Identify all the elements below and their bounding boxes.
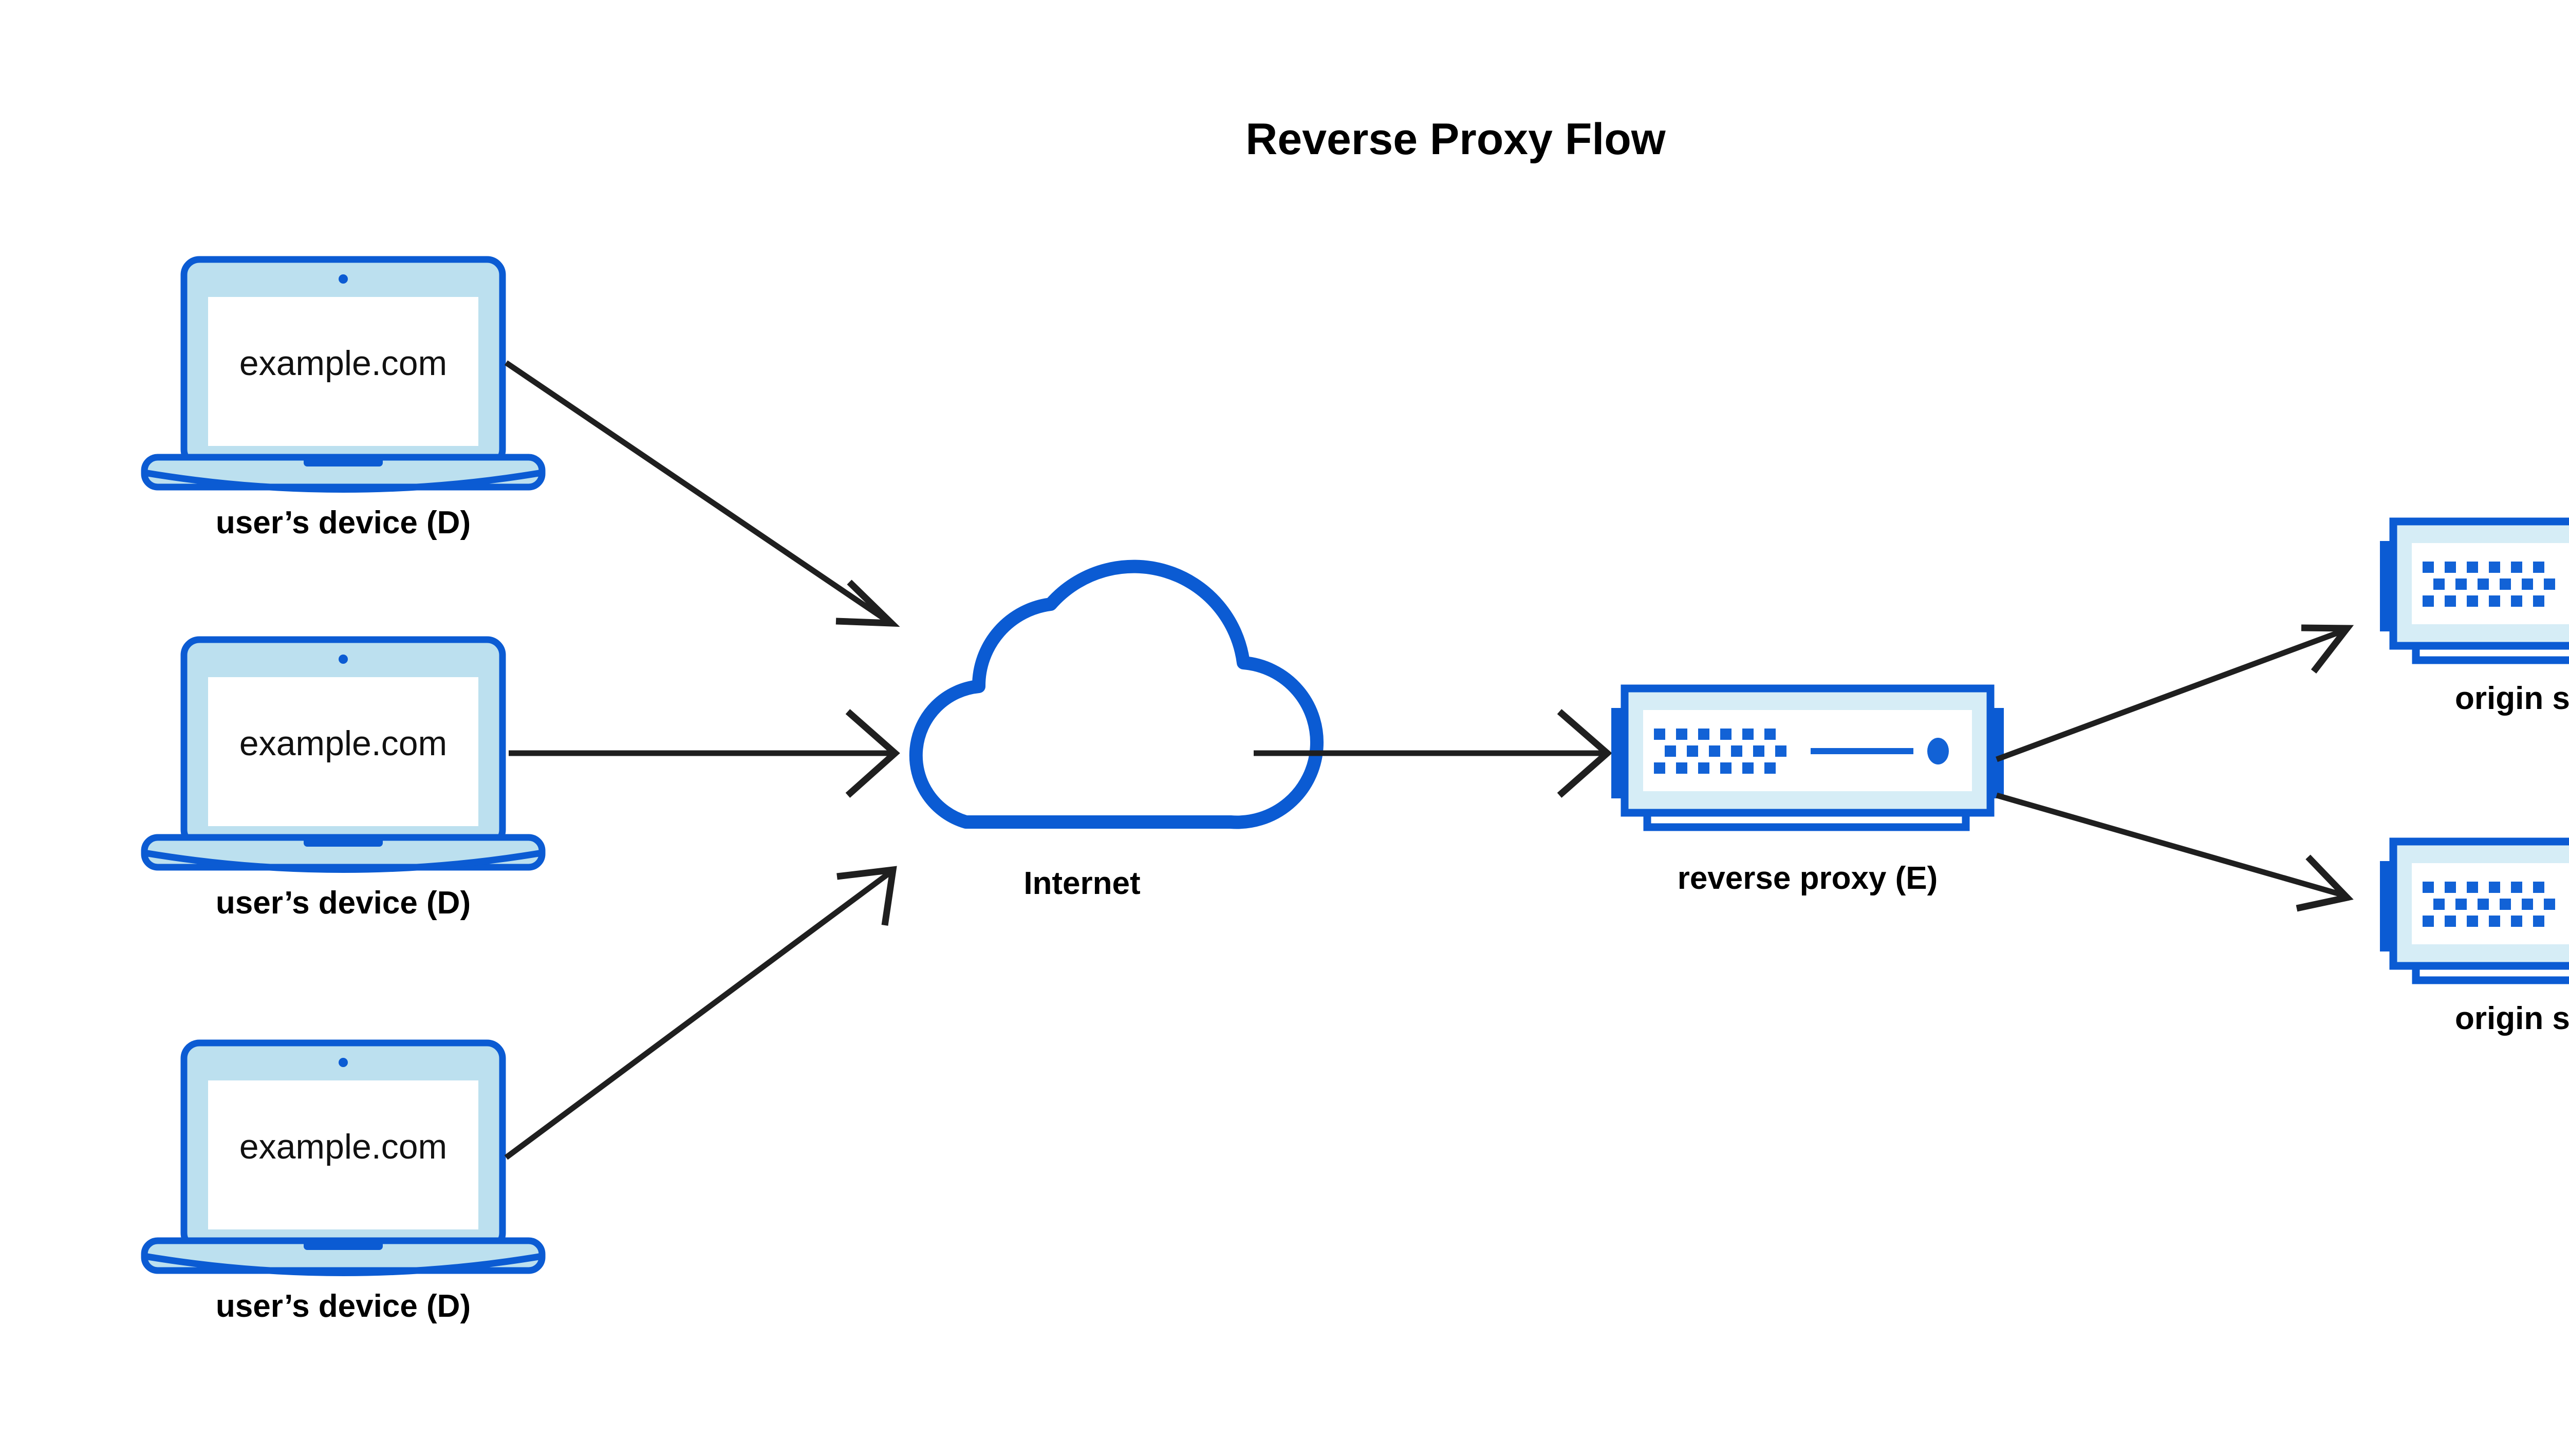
origin-server-label-1: origin server (F) <box>2455 681 2569 716</box>
arrow-device1-to-cloud <box>504 360 900 627</box>
device-node-2[interactable]: example.com user’s device (D) <box>141 636 546 921</box>
cloud-icon <box>909 559 1324 829</box>
page-title: Reverse Proxy Flow <box>1245 115 1666 164</box>
laptop-screen <box>208 1080 478 1229</box>
origin-server-node-2[interactable]: origin server (F) <box>2380 837 2569 1036</box>
laptop-camera-icon <box>339 274 348 284</box>
device-label-3: user’s device (D) <box>216 1289 471 1324</box>
origin-server-node-1[interactable]: origin server (F) <box>2380 517 2569 716</box>
arrow-shaft <box>1996 792 2344 898</box>
server-port-grid-icon <box>2423 882 2555 927</box>
device-label-2: user’s device (D) <box>216 885 471 921</box>
device-node-1[interactable]: example.com user’s device (D) <box>141 256 546 540</box>
laptop-trackpad-notch <box>304 457 383 466</box>
arrow-cloud-to-proxy <box>1254 709 1612 798</box>
laptop-screen-text: example.com <box>239 344 447 383</box>
laptop-trackpad-notch <box>304 837 383 847</box>
device-node-3[interactable]: example.com user’s device (D) <box>141 1039 546 1324</box>
arrow-head-icon <box>2296 854 2354 912</box>
reverse-proxy-node[interactable]: reverse proxy (E) <box>1611 684 2004 896</box>
laptop-screen <box>208 677 478 826</box>
reverse-proxy-label: reverse proxy (E) <box>1678 861 1938 896</box>
laptop-base-front-edge <box>143 1253 543 1276</box>
cloud-label: Internet <box>1023 866 1140 901</box>
laptop-screen-text: example.com <box>239 724 447 763</box>
arrow-device3-to-cloud <box>504 866 897 1160</box>
laptop-screen-text: example.com <box>239 1127 447 1166</box>
device-label-1: user’s device (D) <box>216 505 471 540</box>
arrow-head-icon <box>835 580 900 627</box>
laptop-base-front-edge <box>143 469 543 493</box>
arrow-device2-to-cloud <box>509 709 900 798</box>
server-port-grid-icon <box>1654 729 1786 774</box>
arrow-proxy-to-origin2 <box>1996 792 2354 912</box>
arrow-shaft <box>504 360 887 622</box>
arrow-head-icon <box>836 866 897 926</box>
laptop-base-front-edge <box>143 849 543 873</box>
arrow-head-icon <box>845 709 900 798</box>
internet-cloud-node[interactable]: Internet <box>909 559 1324 901</box>
laptop-screen <box>208 297 478 446</box>
server-slot-line-icon <box>1811 748 1913 754</box>
server-port-grid-icon <box>2423 562 2555 607</box>
arrow-shaft <box>1996 628 2344 762</box>
laptop-trackpad-notch <box>304 1241 383 1250</box>
server-status-light-icon <box>1927 738 1949 764</box>
laptop-camera-icon <box>339 1058 348 1067</box>
arrow-shaft <box>504 871 891 1160</box>
arrow-head-icon <box>1557 709 1612 798</box>
laptop-camera-icon <box>339 655 348 664</box>
arrow-head-icon <box>2301 624 2354 674</box>
origin-server-label-2: origin server (F) <box>2455 1001 2569 1036</box>
arrow-proxy-to-origin1 <box>1996 624 2354 762</box>
